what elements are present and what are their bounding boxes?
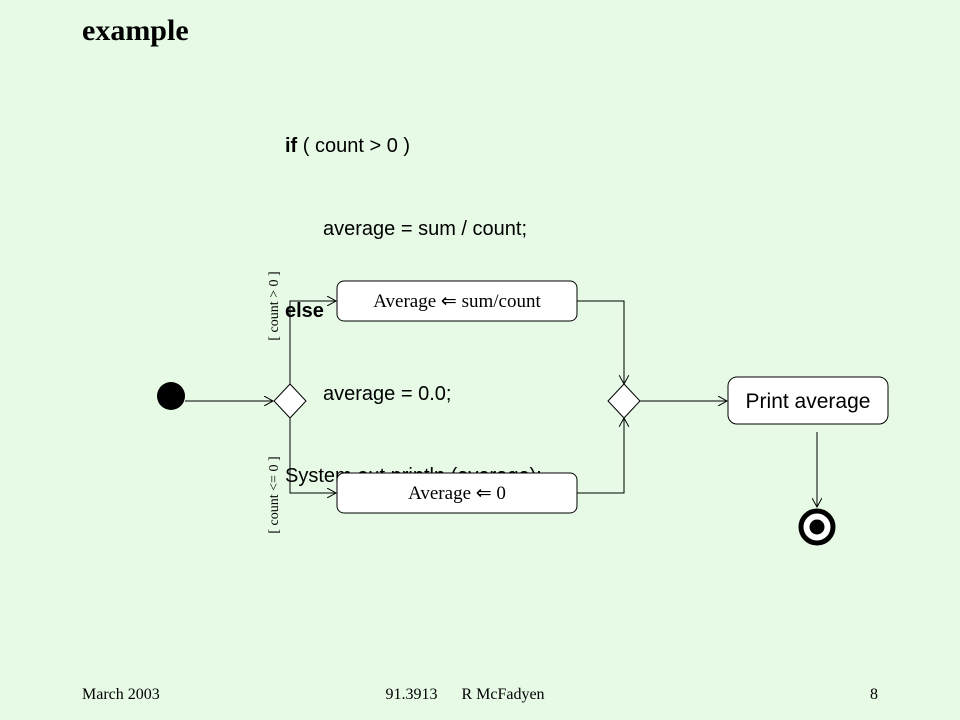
if-keyword: if [285, 135, 298, 157]
merge-node [607, 383, 641, 419]
activity-print-label: Print average [746, 390, 871, 413]
flow-decision-to-top [289, 301, 336, 384]
footer-course: 91.3913 R McFadyen [385, 686, 545, 703]
code-line-else: else [285, 300, 324, 322]
initial-node [157, 382, 185, 410]
flow-top-to-merge [577, 300, 624, 384]
guard-top-label: [ count > 0 ] [267, 271, 282, 340]
flow-decision-to-bottom [289, 418, 336, 493]
activity-bottom-label: Average ⇐ 0 [408, 483, 506, 504]
code-line-if: if ( count > 0 ) [285, 133, 542, 161]
activity-top-label: Average ⇐ sum/count [373, 291, 541, 312]
flow-bottom-to-merge [577, 418, 624, 494]
final-node [798, 508, 836, 546]
decision-node [273, 383, 307, 419]
if-condition: ( count > 0 ) [297, 135, 411, 157]
code-line-else-statement: average = 0.0; [323, 382, 452, 405]
activity-print-box [727, 376, 889, 425]
footer-page-number: 8 [870, 686, 878, 703]
slide-title: example [82, 14, 189, 47]
code-line-then: average = sum / count; [323, 217, 528, 240]
guard-bottom-label: [ count <= 0 ] [267, 456, 282, 533]
footer-date: March 2003 [82, 686, 160, 703]
